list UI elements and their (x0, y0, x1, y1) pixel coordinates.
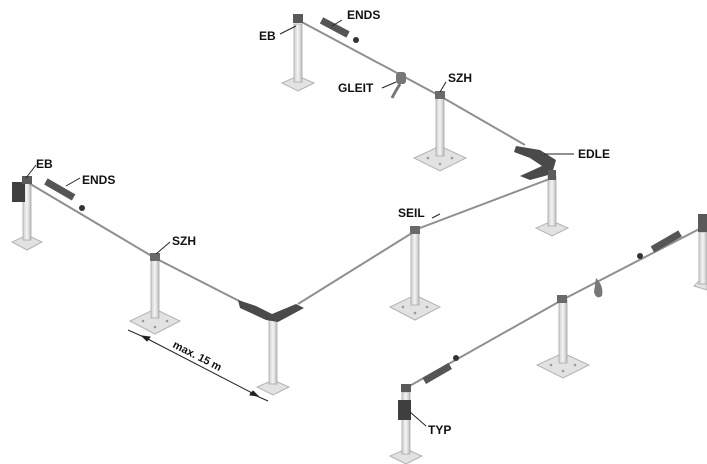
label-eb-left: EB (36, 157, 53, 171)
base-plate-seil (388, 294, 442, 321)
label-szh-left: SZH (172, 234, 196, 248)
post-right-middle (558, 299, 568, 364)
end-tensioner-right-low (422, 362, 452, 384)
cable-left-run (26, 181, 246, 305)
base-plate-top-left (280, 75, 316, 92)
base-plate-corner (255, 379, 291, 396)
label-ends-top: ENDS (347, 8, 380, 22)
base-plate-typ (388, 448, 424, 464)
dimension-line (127, 329, 269, 402)
cable-diagonal-run (297, 177, 553, 305)
label-seil: SEIL (398, 206, 425, 220)
gleit-device-right (594, 278, 603, 298)
leader-lines (25, 19, 574, 427)
cables (26, 19, 707, 389)
intermediate-bracket-left (150, 253, 160, 261)
label-typ: TYP (428, 423, 451, 437)
intermediate-bracket-right (557, 295, 567, 303)
label-gleit: GLEIT (338, 81, 374, 95)
dimension-label: max. 15 m (171, 339, 224, 374)
intermediate-bracket-top (435, 91, 445, 99)
base-plate-top-middle (412, 145, 468, 172)
label-eb-top: EB (259, 29, 276, 43)
end-bracket-left (12, 182, 25, 202)
cable-upper-run (297, 19, 526, 146)
intermediate-bracket-seil (410, 226, 420, 234)
label-szh-top: SZH (448, 71, 472, 85)
end-bracket-top (293, 14, 303, 23)
base-plate-edle (534, 220, 570, 237)
post-top-middle (435, 95, 445, 157)
typ-sign (398, 400, 411, 420)
post-szh-left (150, 257, 160, 319)
post-seil (410, 231, 420, 306)
base-plates (10, 75, 707, 464)
end-tensioner-top (319, 17, 350, 38)
gleit-device (396, 72, 406, 84)
post-corner (268, 319, 278, 385)
corner-piece-left (238, 300, 304, 322)
end-tensioner-left (44, 178, 76, 201)
post-top-left (293, 23, 303, 83)
base-plate-left-end (10, 234, 44, 251)
end-bracket-typ (401, 384, 411, 392)
labels: EB ENDS GLEIT SZH EDLE EB ENDS SZH SEIL … (36, 8, 610, 437)
label-ends-left: ENDS (82, 173, 115, 187)
base-plate-right-middle (535, 352, 591, 379)
post-right-end (698, 231, 707, 285)
label-edle: EDLE (578, 147, 610, 161)
base-plate-bolts (141, 150, 577, 373)
end-tensioner-right-high (650, 230, 682, 253)
components (12, 14, 707, 420)
base-plate-szh-left (128, 308, 182, 335)
post-edle (547, 175, 557, 227)
